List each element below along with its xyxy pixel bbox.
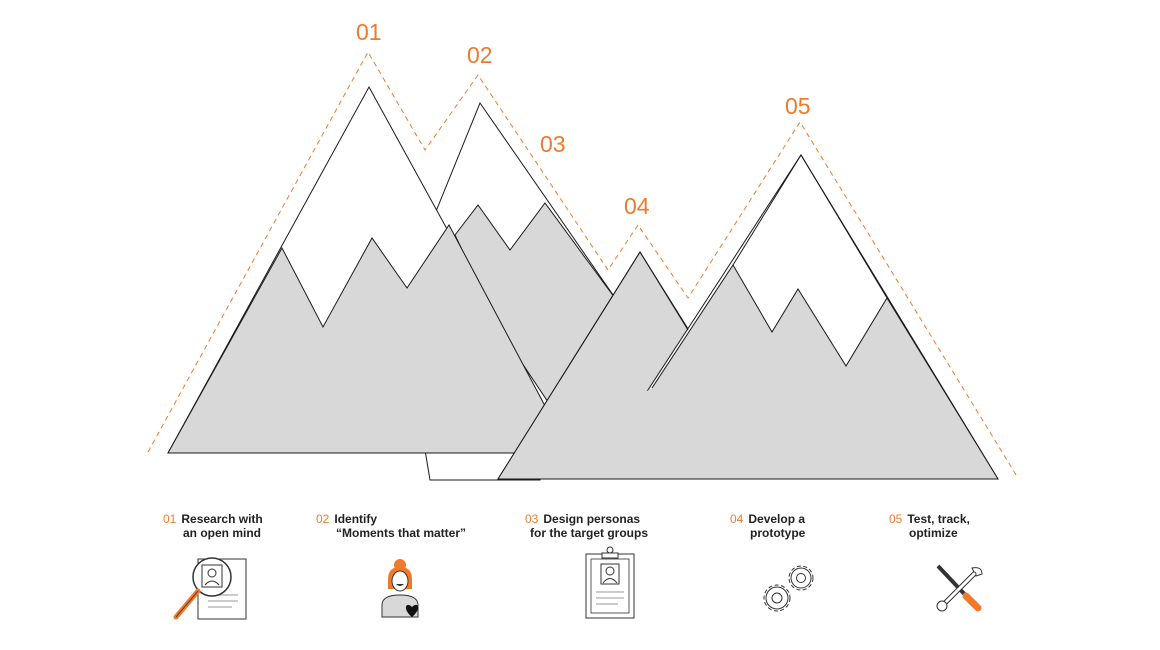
step-label: Identify [334,512,378,526]
gears-icon [763,565,814,612]
step-05: 05 Test, track, optimize [889,512,970,540]
step-label: optimize [909,526,958,540]
step-label: “Moments that matter” [336,526,467,540]
step-04: 04 Develop a prototype [730,512,805,540]
step-label: Develop a [748,512,806,526]
step-number: 02 [316,512,330,526]
step-label: Test, track, [907,512,970,526]
clipboard-persona-icon [585,546,635,619]
step-label: Design personas [543,512,641,526]
step-label: prototype [750,526,806,540]
step-label: for the target groups [530,526,649,540]
mountain-05 [497,154,999,480]
tools-icon [936,564,983,612]
magnifier-profile-icon [173,557,247,620]
peak-number-01: 01 [356,19,382,45]
step-label: an open mind [183,526,261,540]
person-heart-icon [381,559,419,618]
step-01: 01 Research with an open mind [163,512,263,540]
peak-number-03: 03 [540,131,566,157]
step-number: 05 [889,512,903,526]
mountain-01 [167,85,571,454]
step-02: 02 Identify “Moments that matter” [316,512,466,540]
step-number: 01 [163,512,177,526]
peak-number-02: 02 [467,42,493,68]
step-number: 03 [525,512,539,526]
peak-number-04: 04 [624,193,650,219]
step-number: 04 [730,512,744,526]
step-label: Research with [181,512,263,526]
step-03: 03 Design personas for the target groups [525,512,648,540]
peak-number-05: 05 [785,93,811,119]
